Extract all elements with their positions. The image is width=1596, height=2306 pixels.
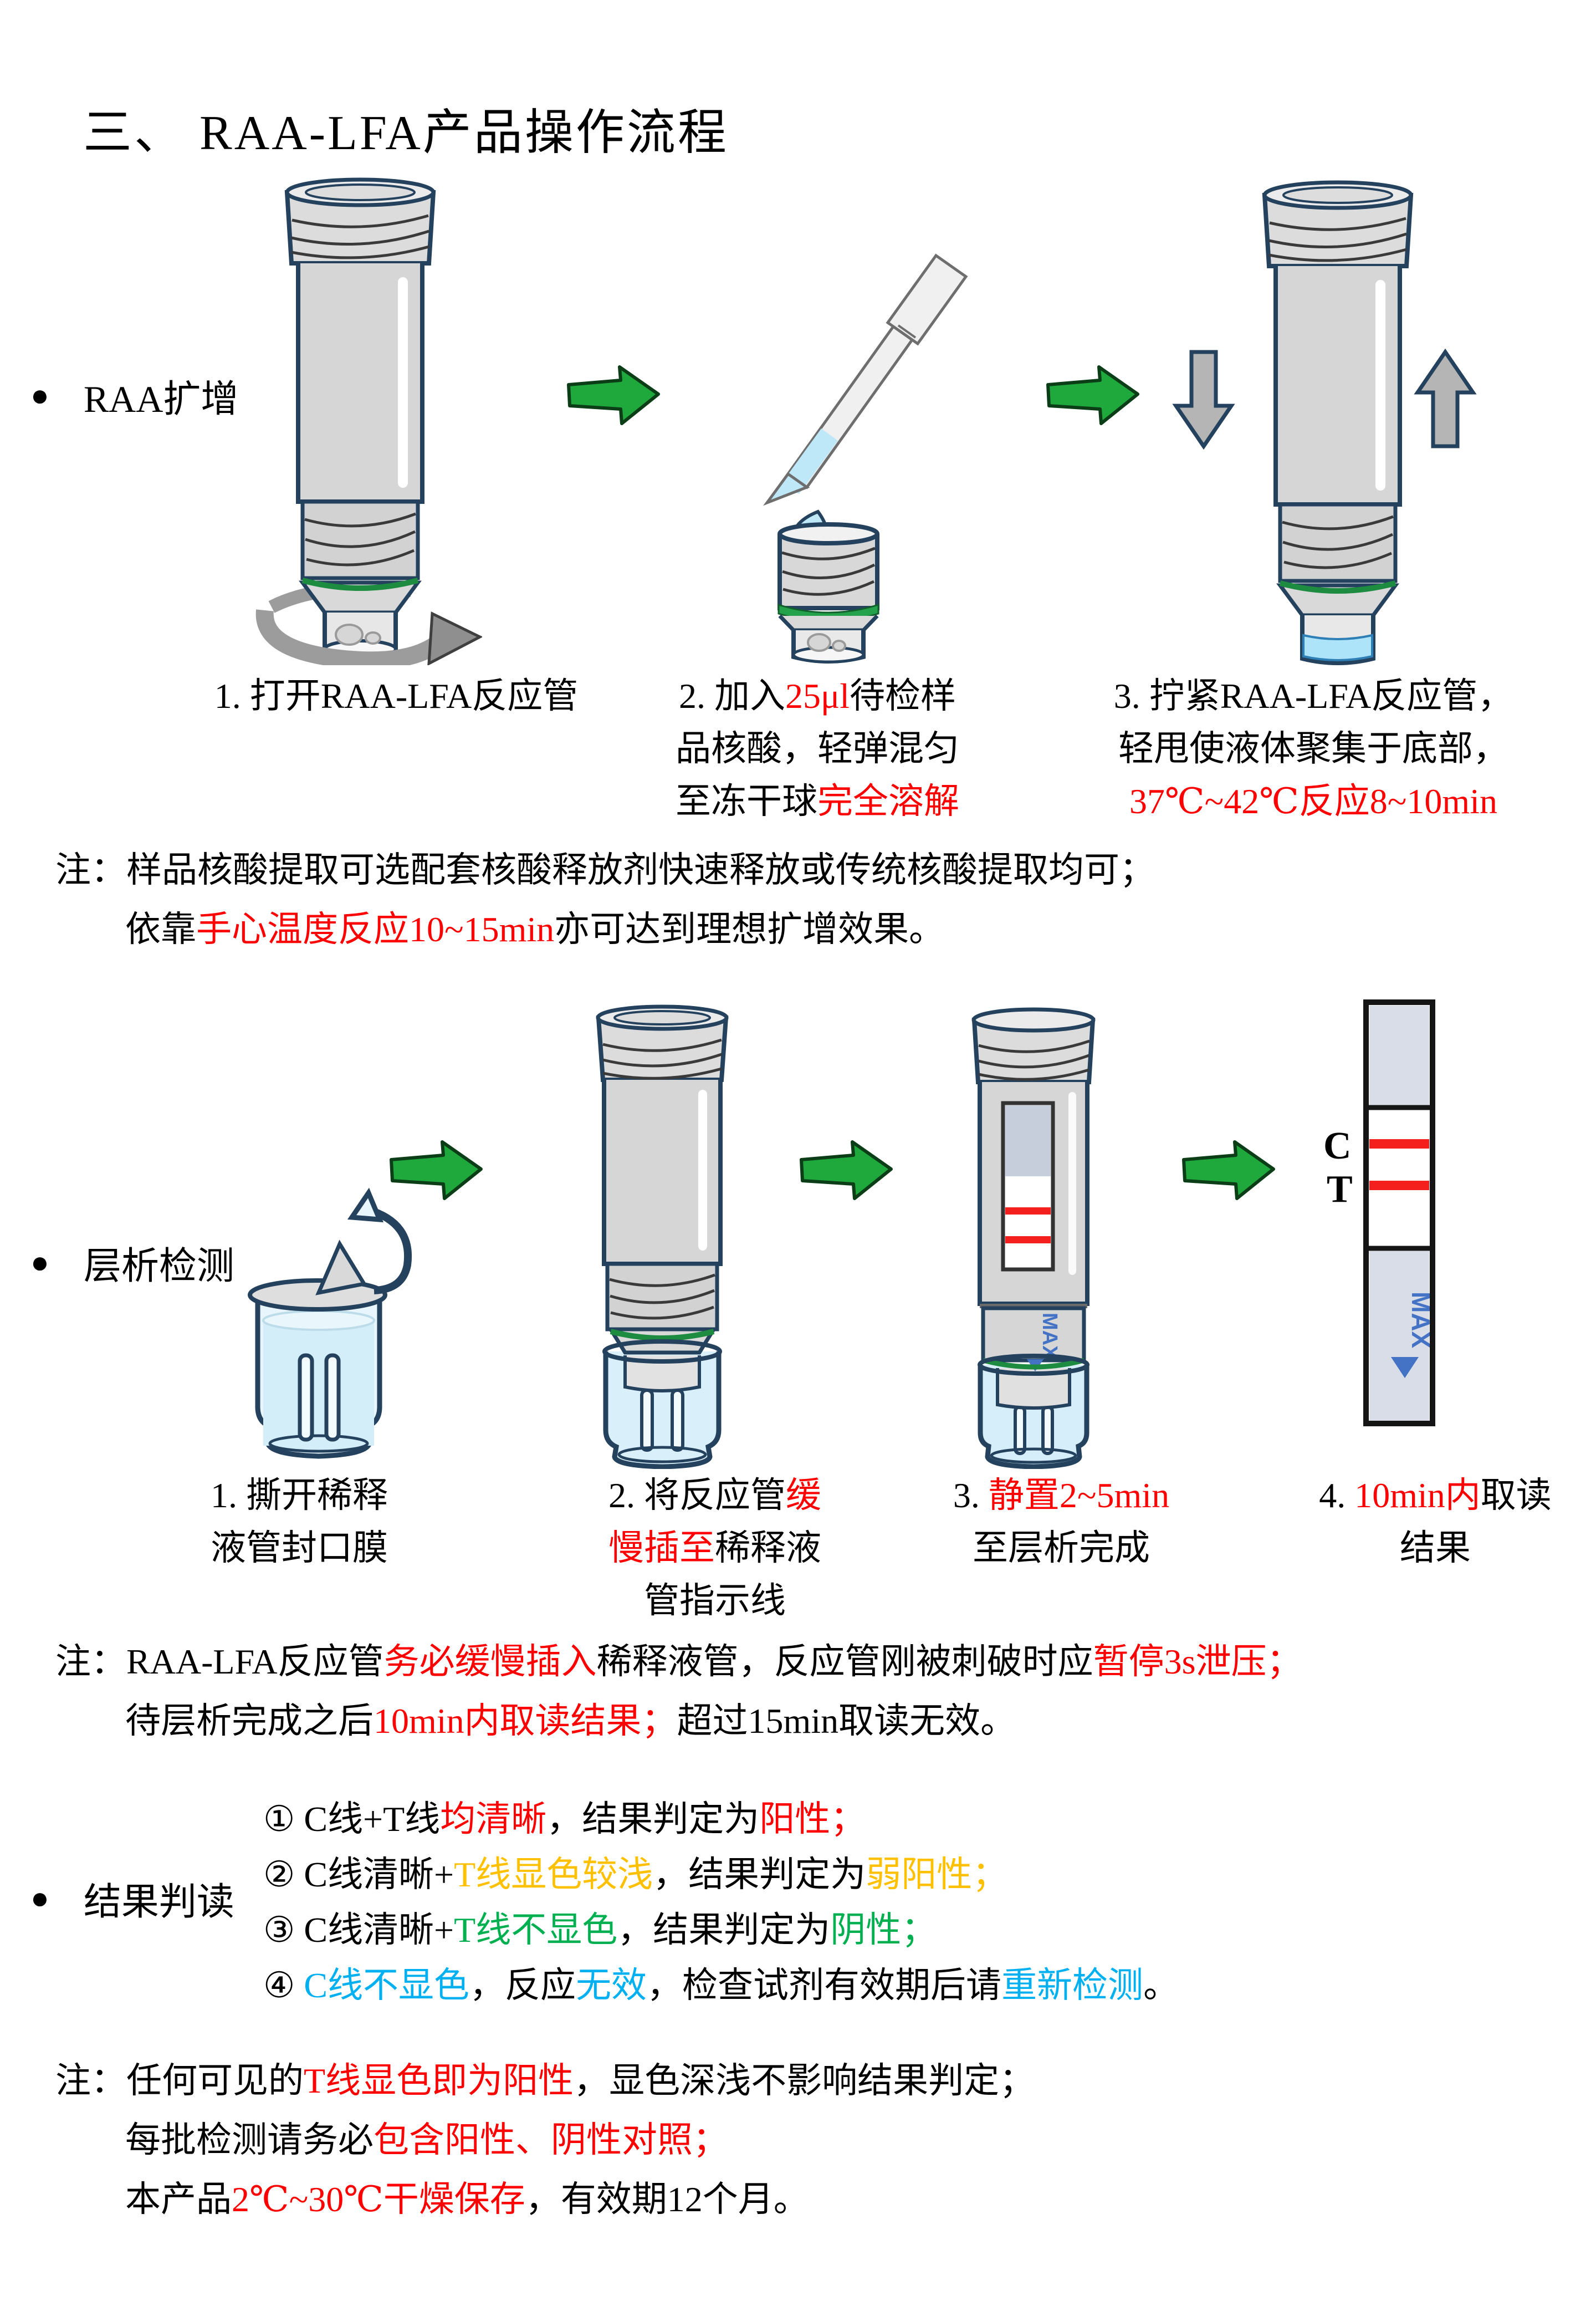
interpretation-item-1: ① C线+T线均清晰，结果判定为阳性； (263, 1799, 866, 1839)
c-line-label: C (1323, 1125, 1352, 1167)
flow-arrow-icon (388, 1136, 485, 1203)
interpretation-items: ① C线+T线均清晰，结果判定为阳性； ② C线清晰+T线显色较浅，结果判定为弱… (263, 1792, 1179, 2013)
flow-arrow-icon (798, 1136, 895, 1203)
peeled-flap (315, 1239, 367, 1295)
caption-amplification-step1: 1. 打开RAA-LFA反应管 (214, 676, 579, 716)
piercing-spike (1041, 1405, 1054, 1455)
tube-inserted-illustration: MAX (925, 992, 1142, 1469)
bullet-icon: ● (30, 1245, 49, 1280)
peel-arrowhead-icon (347, 1187, 383, 1223)
note-amplification: 注：样品核酸提取可选配套核酸释放剂快速释放或传统核酸提取均可；依靠手心温度反应1… (55, 850, 1155, 949)
caption-chromatography-step4: 4. 10min内取读结果 (1319, 1476, 1552, 1568)
t-line (1005, 1236, 1051, 1243)
interpretation-item-3: ③ C线清晰+T线不显色，结果判定为阴性； (263, 1910, 937, 1950)
tube-on-dilution-tube-illustration (549, 992, 776, 1469)
piercing-spike (640, 1389, 654, 1452)
swirl-arrowhead-icon (427, 611, 482, 665)
flow-arrow-icon (1180, 1136, 1277, 1203)
interpretation-item-4: ④ C线不显色，反应无效，检查试剂有效期后请重新检测。 (263, 1966, 1179, 2005)
t-line (1369, 1181, 1429, 1190)
section-header-interpretation: ● 结果判读 (30, 1871, 234, 1926)
c-line (1005, 1207, 1051, 1215)
section-header-chromatography: ● 层析检测 (30, 1235, 234, 1290)
section-header-amplification: ● RAA扩增 (30, 368, 238, 423)
t-line-label: T (1327, 1168, 1353, 1211)
peel-arrow-icon (366, 1206, 412, 1294)
max-label: MAX (1406, 1292, 1435, 1349)
note-chromatography: 注：RAA-LFA反应管务必缓慢插入稀释液管，反应管刚被刺破时应暂停3s泄压；待… (55, 1642, 1302, 1741)
pipette-add-sample-illustration (709, 186, 981, 665)
interpretation-item-2: ② C线清晰+T线显色较浅，结果判定为弱阳性； (263, 1855, 1008, 1894)
bullet-icon: ● (30, 378, 49, 413)
piercing-spike (324, 1353, 341, 1442)
c-line (1369, 1139, 1429, 1149)
caption-chromatography-step2: 2. 将反应管缓慢插至稀释液管指示线 (608, 1476, 821, 1620)
section-label-amplification: RAA扩增 (83, 378, 239, 420)
note-interpretation: 注：任何可见的T线显色即为阳性，显色深浅不影响结果判定；每批检测请务必包含阳性、… (55, 2061, 1035, 2219)
reaction-tube-open-illustration (238, 164, 482, 665)
up-arrow-icon (1414, 348, 1477, 448)
dilution-tube-peel-illustration (191, 1186, 446, 1466)
caption-amplification-step3: 3. 拧紧RAA-LFA反应管，轻甩使液体聚集于底部，37℃~42℃反应8~10… (1113, 676, 1513, 821)
down-arrow-icon (1172, 350, 1235, 450)
reaction-tube-shake-illustration (1169, 166, 1480, 665)
section-label-chromatography: 层析检测 (83, 1245, 234, 1287)
piercing-spike (671, 1389, 684, 1452)
max-label: MAX (1038, 1313, 1061, 1360)
piercing-spike (298, 1353, 314, 1442)
piercing-spike (1014, 1405, 1026, 1455)
test-strip-illustration: C T MAX (1308, 998, 1491, 1436)
caption-chromatography-step1: 1. 撕开稀释液管封口膜 (211, 1476, 388, 1568)
max-arrow-icon (1391, 1357, 1419, 1378)
page-title: 三、 RAA-LFA产品操作流程 (83, 106, 729, 160)
flow-arrow-icon (1045, 361, 1142, 428)
flow-arrow-icon (565, 361, 662, 428)
caption-amplification-step2: 2. 加入25μl待检样品核酸，轻弹混匀至冻干球完全溶解 (676, 676, 959, 821)
section-label-interpretation: 结果判读 (83, 1881, 234, 1923)
bullet-icon: ● (30, 1881, 49, 1916)
liquid-at-bottom (1302, 634, 1373, 661)
